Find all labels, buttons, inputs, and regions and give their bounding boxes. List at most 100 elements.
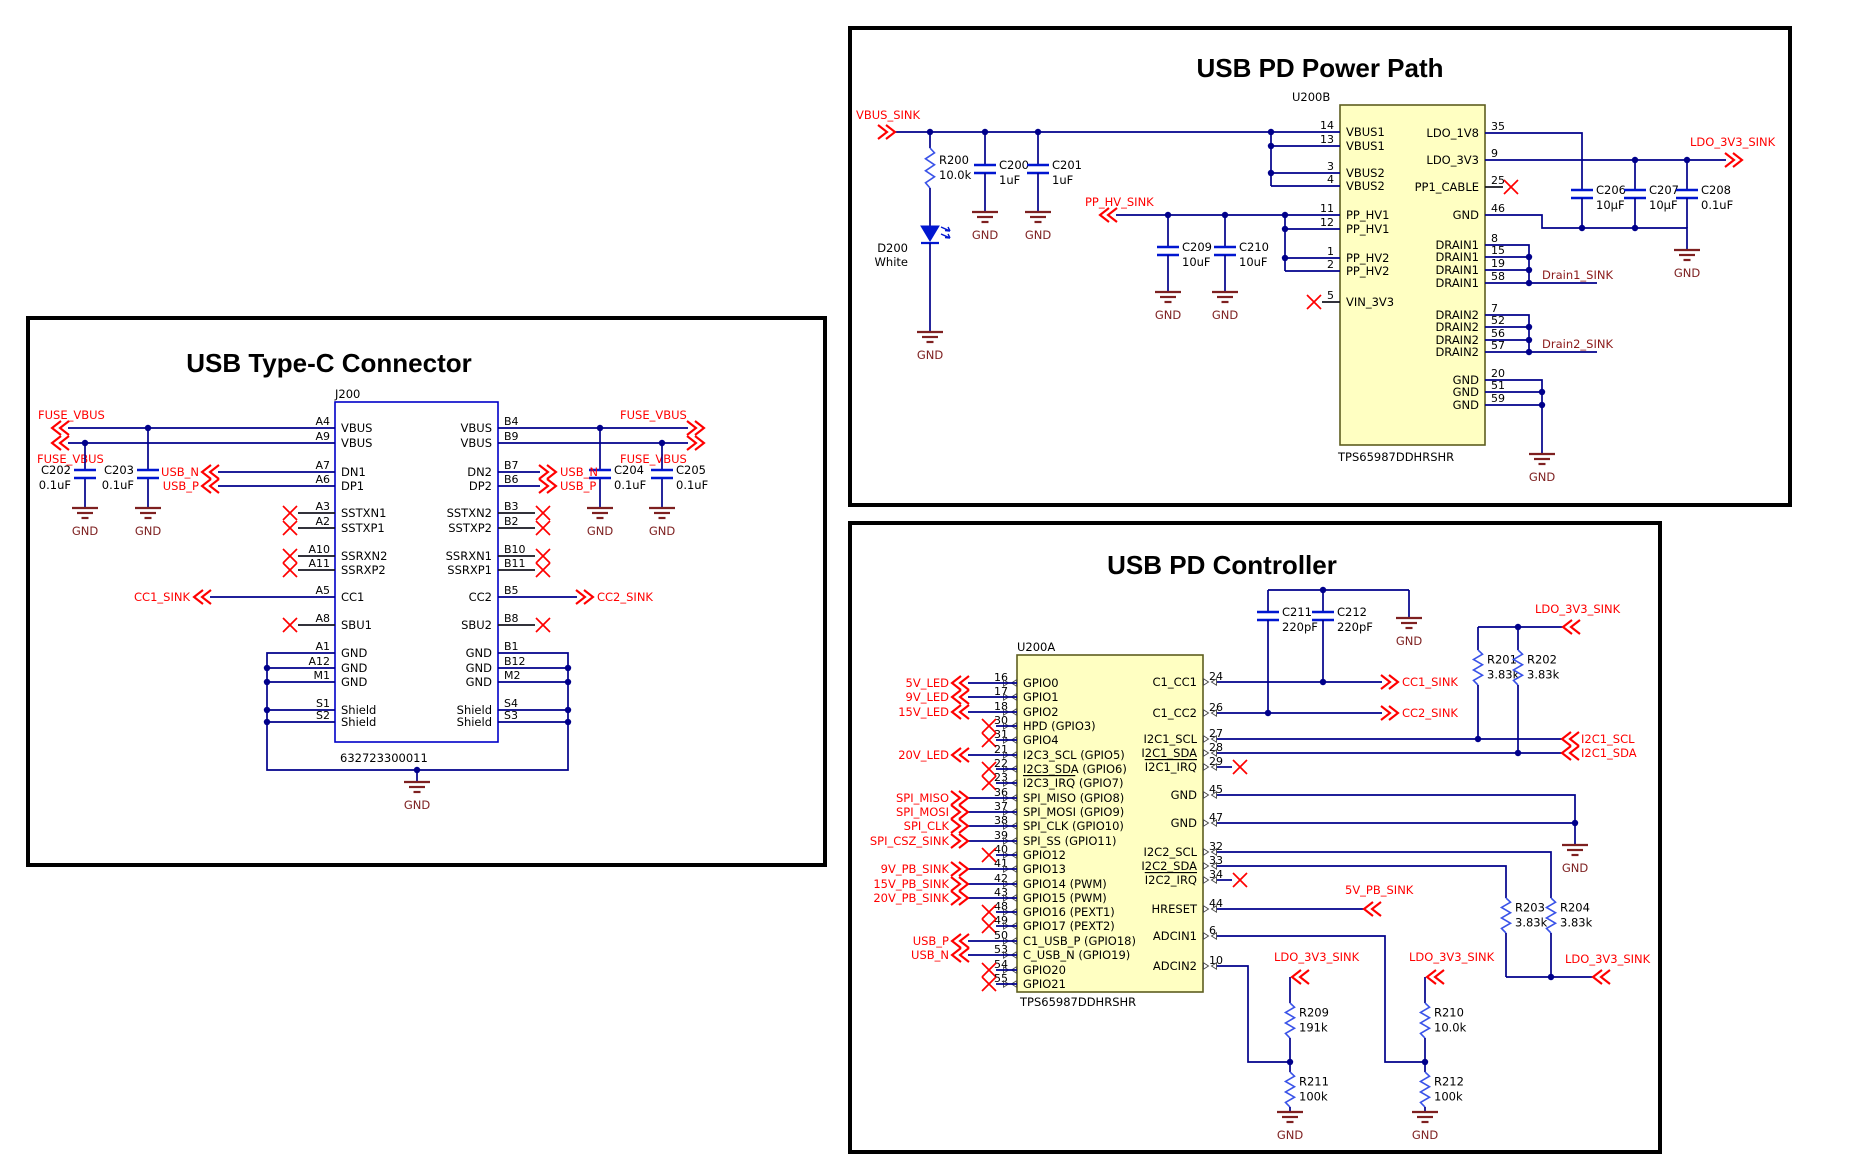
junction-dot (564, 706, 572, 714)
component-value: 10uF (1239, 255, 1268, 269)
component-value: 0.1uF (614, 478, 646, 492)
pin-number: A10 (308, 543, 330, 556)
component-value: 10.0k (939, 168, 972, 182)
pin-name: SPI_MISO (GPIO8) (1023, 791, 1124, 805)
typec-section-frame (26, 316, 827, 867)
resistor-symbol (1499, 897, 1513, 934)
controller-section-frame (848, 521, 1662, 1154)
pin-number: B2 (504, 515, 519, 528)
gnd-label: GND (1674, 266, 1701, 280)
pin-number: A1 (315, 640, 330, 653)
pin-name: Shield (457, 703, 492, 717)
pin-number: M1 (314, 669, 331, 682)
controller-section-title: USB PD Controller (1107, 550, 1337, 580)
powerpath-chip-body (1339, 104, 1486, 446)
net-port-chevron-icon (538, 464, 558, 480)
net-label-cc2-sink: CC2_SINK (597, 590, 653, 604)
component-value: 1uF (1052, 173, 1073, 187)
wire (1485, 379, 1543, 454)
junction-dot (1281, 225, 1289, 233)
pin-number: 8 (1491, 232, 1498, 245)
net-label-usb_n: USB_N (911, 948, 949, 962)
pin-name: GND (466, 675, 493, 689)
net-label-usb-p: USB_P (163, 479, 199, 493)
junction-dot (1525, 279, 1533, 287)
chip-part-number: TPS65987DDHRSHR (1019, 995, 1136, 1009)
pin-number: 35 (1491, 120, 1505, 133)
noconnect-x-icon (981, 904, 997, 920)
pin-name: SPI_CLK (GPIO10) (1023, 819, 1124, 833)
pin-io-arrow-icon (1203, 818, 1217, 828)
pin-number: B1 (504, 640, 519, 653)
pin-name: SSRXP1 (447, 563, 492, 577)
gnd-label: GND (1277, 1128, 1304, 1142)
net-label-cc2-sink: CC2_SINK (1402, 706, 1458, 720)
junction-dot (1631, 224, 1639, 232)
component-ref: R210 (1434, 1006, 1464, 1020)
net-port-chevron-icon (950, 861, 970, 877)
pin-number: B10 (504, 543, 526, 556)
junction-dot (1538, 388, 1546, 396)
junction-dot (564, 664, 572, 672)
pin-io-arrow-icon (1203, 790, 1217, 800)
pin-number: B3 (504, 500, 519, 513)
net-port-chevron-icon (538, 478, 558, 494)
pin-name: VBUS1 (1346, 125, 1385, 139)
junction-dot (1281, 211, 1289, 219)
pin-name: C1_USB_P (GPIO18) (1023, 934, 1136, 948)
net-label-9v_led: 9V_LED (906, 690, 950, 704)
pin-name: GND (1453, 385, 1480, 399)
pin-number: A12 (308, 655, 330, 668)
pin-number: 44 (1209, 897, 1223, 910)
gnd-label: GND (1412, 1128, 1439, 1142)
junction-dot (1034, 128, 1042, 136)
pin-number: B7 (504, 459, 519, 472)
pin-name: ADCIN1 (1153, 929, 1197, 943)
gnd-label: GND (135, 524, 162, 538)
pin-name: HRESET (1152, 902, 1198, 916)
net-label-drain2-sink: Drain2_SINK (1542, 337, 1613, 351)
pin-name: DRAIN1 (1435, 238, 1479, 252)
pin-name: I2C3_SCL (GPIO5) (1023, 748, 1125, 762)
pin-io-arrow-icon (1203, 961, 1217, 971)
net-label-usb-p: USB_P (560, 479, 596, 493)
pin-name: I2C2_IRQ (1145, 873, 1197, 887)
pin-name: DRAIN2 (1435, 320, 1479, 334)
junction-dot (1421, 1058, 1429, 1066)
pin-name: Shield (341, 703, 376, 717)
pin-number: 59 (1491, 392, 1505, 405)
pin-name: I2C3_IRQ (GPIO7) (1023, 776, 1124, 790)
net-port-chevron-icon (192, 589, 212, 605)
net-port-chevron-icon (200, 464, 220, 480)
pin-name: SSRXN2 (341, 549, 387, 563)
pin-name: LDO_3V3 (1426, 153, 1479, 167)
wire (1485, 132, 1583, 190)
net-port-chevron-icon (1362, 901, 1382, 917)
wire (1217, 935, 1425, 1063)
pin-io-arrow-icon (1203, 762, 1217, 772)
noconnect-x-icon (981, 976, 997, 992)
junction-dot (1281, 254, 1289, 262)
component-value: 1uF (999, 173, 1020, 187)
net-port-chevron-icon (686, 420, 706, 436)
noconnect-x-icon (1232, 759, 1248, 775)
pin-number: 9 (1491, 147, 1498, 160)
pin-name: GPIO13 (1023, 862, 1066, 876)
component-ref: R212 (1434, 1075, 1464, 1089)
noconnect-x-icon (535, 520, 551, 536)
net-label-usb-n: USB_N (161, 465, 199, 479)
net-port-chevron-icon (686, 435, 706, 451)
led-light-arrows-icon (940, 226, 951, 239)
net-label-vbus-sink: VBUS_SINK (856, 108, 921, 122)
gnd-label: GND (1562, 861, 1589, 875)
pin-name: GPIO14 (PWM) (1023, 877, 1107, 891)
pin-name: GND (1453, 398, 1480, 412)
pin-name: SSTXP2 (448, 521, 492, 535)
pin-io-arrow-icon (1203, 861, 1217, 871)
pin-number: 10 (1209, 954, 1223, 967)
component-ref: R201 (1487, 653, 1517, 667)
pin-name: VBUS (461, 421, 492, 435)
typec-chip-body (334, 401, 499, 743)
